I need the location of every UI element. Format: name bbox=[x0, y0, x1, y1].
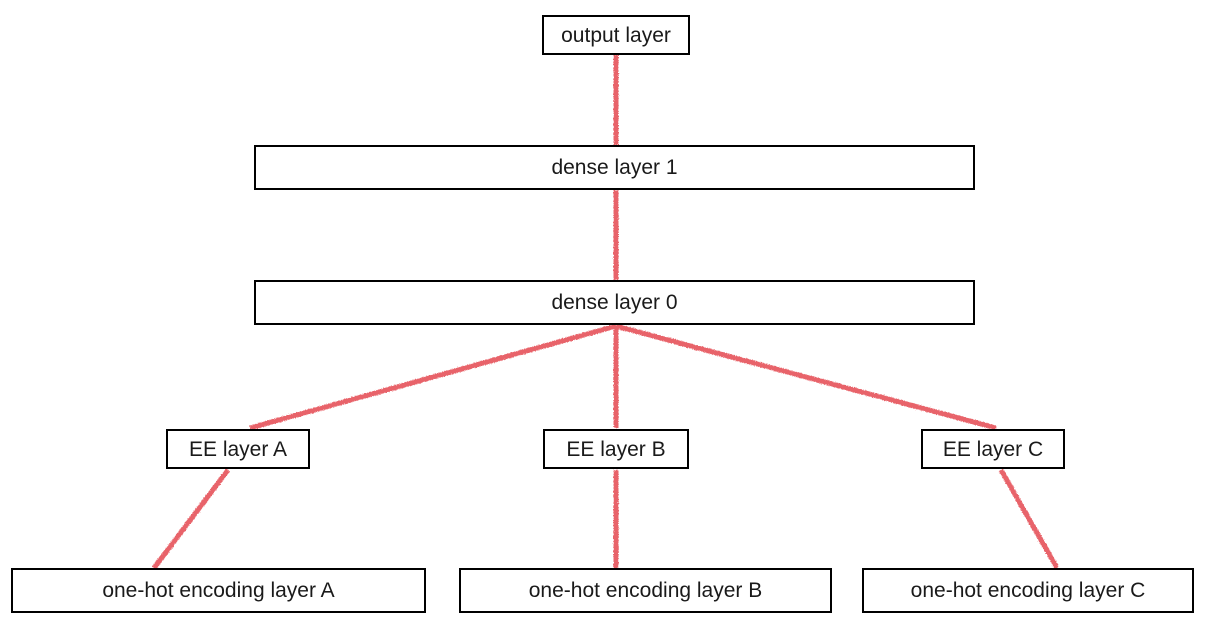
node-label: dense layer 0 bbox=[551, 291, 678, 314]
node-label: one-hot encoding layer A bbox=[102, 579, 335, 602]
node-label: EE layer C bbox=[942, 437, 1044, 461]
node-label: one-hot encoding layer C bbox=[910, 579, 1146, 602]
node-output-layer[interactable]: output layer bbox=[542, 15, 690, 55]
edge-oh_c-to-ee_c bbox=[998, 468, 1060, 570]
node-label: output layer bbox=[561, 23, 671, 47]
node-ee-layer-a[interactable]: EE layer A bbox=[166, 429, 310, 469]
edge-ee_a-to-dense0 bbox=[249, 323, 617, 431]
node-dense-layer-1[interactable]: dense layer 1 bbox=[254, 145, 975, 190]
node-dense-layer-0[interactable]: dense layer 0 bbox=[254, 280, 975, 325]
node-ee-layer-c[interactable]: EE layer C bbox=[921, 429, 1065, 469]
node-ee-layer-b[interactable]: EE layer B bbox=[543, 429, 689, 469]
node-label: dense layer 1 bbox=[551, 156, 678, 179]
edge-oh_a-to-ee_a bbox=[152, 468, 230, 570]
node-one-hot-encoding-layer-a[interactable]: one-hot encoding layer A bbox=[11, 568, 426, 613]
edge-ee_c-to-dense0 bbox=[615, 323, 997, 431]
node-label: EE layer B bbox=[566, 437, 666, 461]
node-one-hot-encoding-layer-c[interactable]: one-hot encoding layer C bbox=[862, 568, 1194, 613]
node-label: EE layer A bbox=[188, 437, 288, 461]
node-label: one-hot encoding layer B bbox=[528, 579, 763, 602]
node-one-hot-encoding-layer-b[interactable]: one-hot encoding layer B bbox=[459, 568, 832, 613]
